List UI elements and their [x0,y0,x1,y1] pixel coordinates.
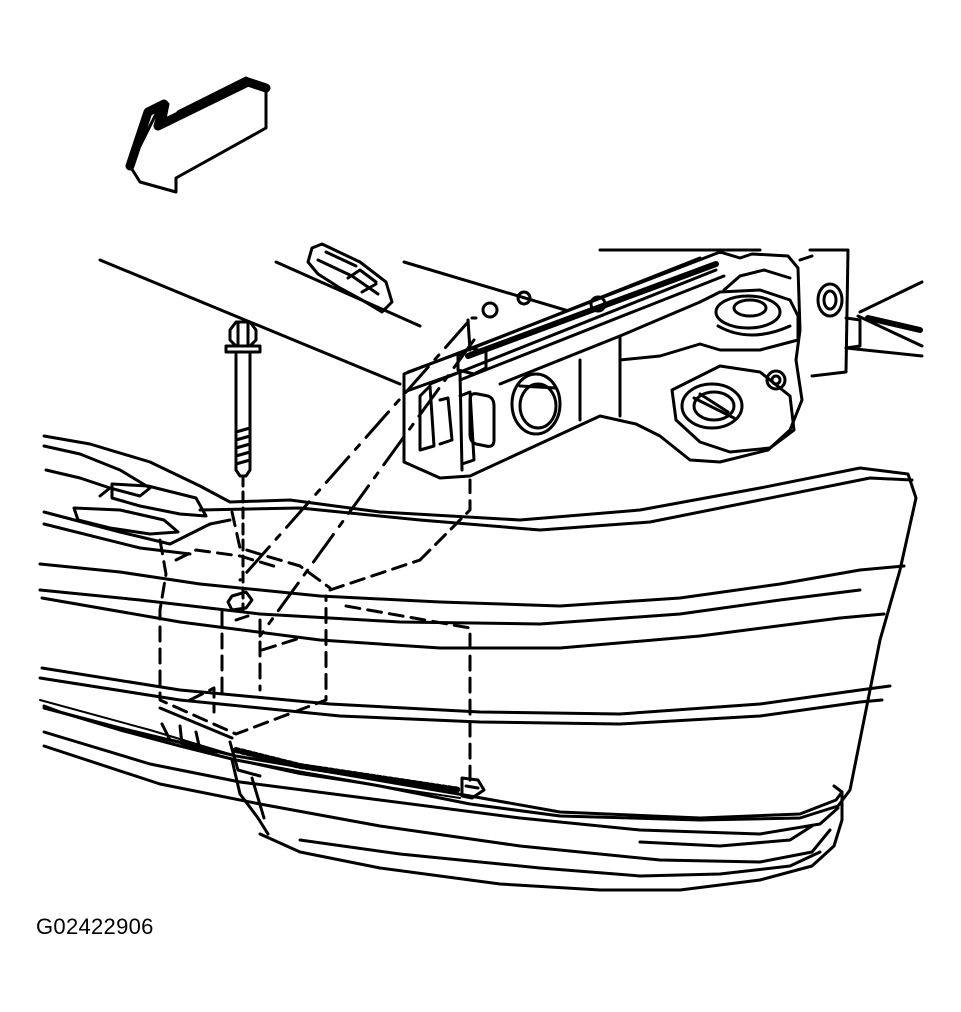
figure-id-label: G02422906 [36,914,154,939]
bumper-lower-trim-strip [39,699,463,799]
frame-rail [402,248,850,480]
front-bumper-fascia [38,434,918,892]
bracket-nut [226,590,254,622]
bumper-mounting-bolt [224,320,262,612]
front-direction-arrow-icon [125,76,271,194]
bracket-corner-marks [460,776,486,800]
background-bracket [306,242,394,314]
bumper-bracket-hidden [158,478,472,784]
alignment-lines [238,320,476,638]
